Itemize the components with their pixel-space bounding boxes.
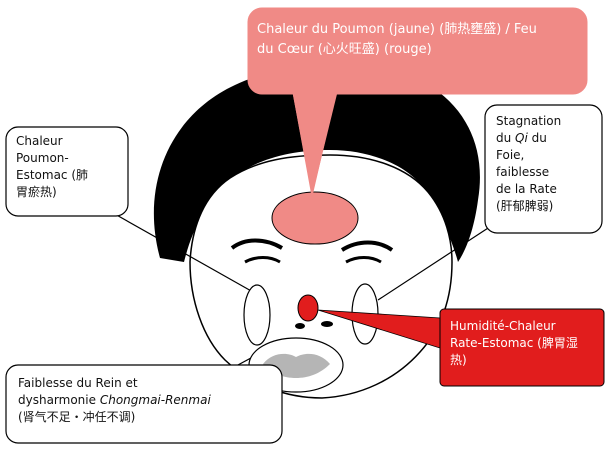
callout-bottom-line3: (肾气不足・冲任不调) [18, 410, 136, 424]
callout-right-line5: de la Rate [496, 182, 557, 196]
callout-bottom-box [5, 364, 283, 444]
callout-right-box [484, 104, 603, 234]
callout-right-line2: du Qi du [496, 131, 547, 145]
right-eye [345, 256, 382, 264]
left-cheek-zone [243, 284, 271, 346]
hair [153, 64, 480, 262]
callout-right-line6: (肝郁脾弱) [496, 199, 554, 213]
forehead-zone [271, 191, 359, 245]
callout-bottom: Faiblesse du Rein et dysharmonie Chongma… [18, 375, 211, 426]
callout-left-line3: Estomac (肺 [16, 168, 89, 182]
callout-red-line3: 热) [450, 353, 467, 367]
callout-right-line1: Stagnation [496, 114, 562, 128]
callout-right-line3: Foie, [496, 148, 525, 162]
callout-red-line1: Humidité-Chaleur [450, 319, 556, 333]
left-eyebrow [230, 238, 284, 250]
right-eyebrow [340, 240, 394, 252]
callout-left-box [5, 126, 129, 217]
callout-left: Chaleur Poumon- Estomac (肺 胃瘀热) [16, 133, 88, 201]
callout-right: Stagnation du Qi du Foie, faiblesse de l… [496, 113, 561, 215]
nose-zone [297, 294, 319, 322]
callout-left-line1: Chaleur [16, 134, 63, 148]
callout-top-box [247, 7, 588, 95]
left-nostril [295, 323, 305, 329]
callout-top-line2: du Cœur (心火旺盛) (rouge) [257, 42, 432, 57]
callout-bottom-line2: dysharmonie Chongmai-Renmai [18, 393, 211, 407]
callout-red-box [439, 308, 605, 387]
callout-top-line1: Chaleur du Poumon (jaune) (肺热壅盛) / Feu [257, 22, 537, 37]
callout-bottom-line1: Faiblesse du Rein et [18, 376, 138, 390]
callout-right-line4: faiblesse [496, 165, 550, 179]
left-eye [244, 256, 281, 264]
callout-left-line2: Poumon- [16, 151, 69, 165]
callout-top: Chaleur du Poumon (jaune) (肺热壅盛) / Feu d… [257, 20, 537, 60]
right-nostril [321, 321, 333, 327]
callout-left-line4: 胃瘀热) [16, 185, 57, 199]
callout-red: Humidité-Chaleur Rate-Estomac (脾胃湿 热) [450, 318, 578, 369]
callout-red-line2: Rate-Estomac (脾胃湿 [450, 336, 578, 350]
